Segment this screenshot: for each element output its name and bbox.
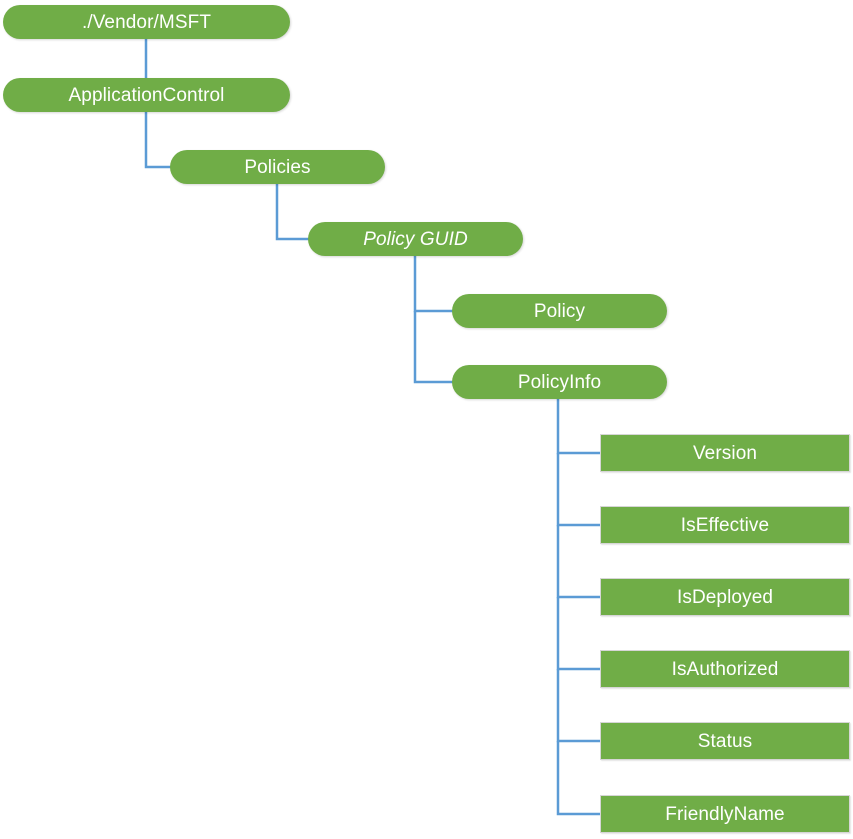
- connector-application-control-to-policies: [144, 112, 172, 169]
- node-status: Status: [600, 722, 850, 760]
- node-label-friendly-name: FriendlyName: [665, 803, 785, 825]
- node-label-policy: Policy: [533, 300, 586, 322]
- node-policy-guid: Policy GUID: [308, 222, 523, 256]
- connector-policy-guid-to-policy: [413, 256, 454, 313]
- node-label-is-deployed: IsDeployed: [676, 586, 774, 608]
- node-policies: Policies: [170, 150, 385, 184]
- connector-policy-info-to-is-deployed: [556, 525, 600, 599]
- node-policy: Policy: [452, 294, 667, 328]
- node-is-deployed: IsDeployed: [600, 578, 850, 616]
- node-label-status: Status: [697, 730, 753, 752]
- node-label-policy-guid: Policy GUID: [363, 228, 468, 250]
- node-is-authorized: IsAuthorized: [600, 650, 850, 688]
- node-friendly-name: FriendlyName: [600, 795, 850, 833]
- connector-policy-info-to-version: [556, 399, 600, 455]
- node-version: Version: [600, 434, 850, 472]
- node-label-policies: Policies: [244, 156, 311, 178]
- connector-policies-to-policy-guid: [275, 184, 310, 241]
- connector-policy-info-to-is-effective: [556, 453, 600, 527]
- connector-policy-info-to-status: [556, 669, 600, 743]
- node-application-control: ApplicationControl: [3, 78, 290, 112]
- connector-policy-info-to-is-authorized: [556, 597, 600, 671]
- node-label-policy-info: PolicyInfo: [517, 371, 602, 393]
- node-policy-info: PolicyInfo: [452, 365, 667, 399]
- node-label-is-effective: IsEffective: [680, 514, 770, 536]
- node-label-application-control: ApplicationControl: [68, 84, 225, 106]
- node-label-is-authorized: IsAuthorized: [671, 658, 779, 680]
- node-vendor-msft: ./Vendor/MSFT: [3, 5, 290, 39]
- node-is-effective: IsEffective: [600, 506, 850, 544]
- connector-policy-guid-to-policy-info: [413, 311, 454, 384]
- node-label-vendor-msft: ./Vendor/MSFT: [81, 11, 212, 33]
- connector-policy-info-to-friendly-name: [556, 741, 600, 816]
- node-label-version: Version: [692, 442, 758, 464]
